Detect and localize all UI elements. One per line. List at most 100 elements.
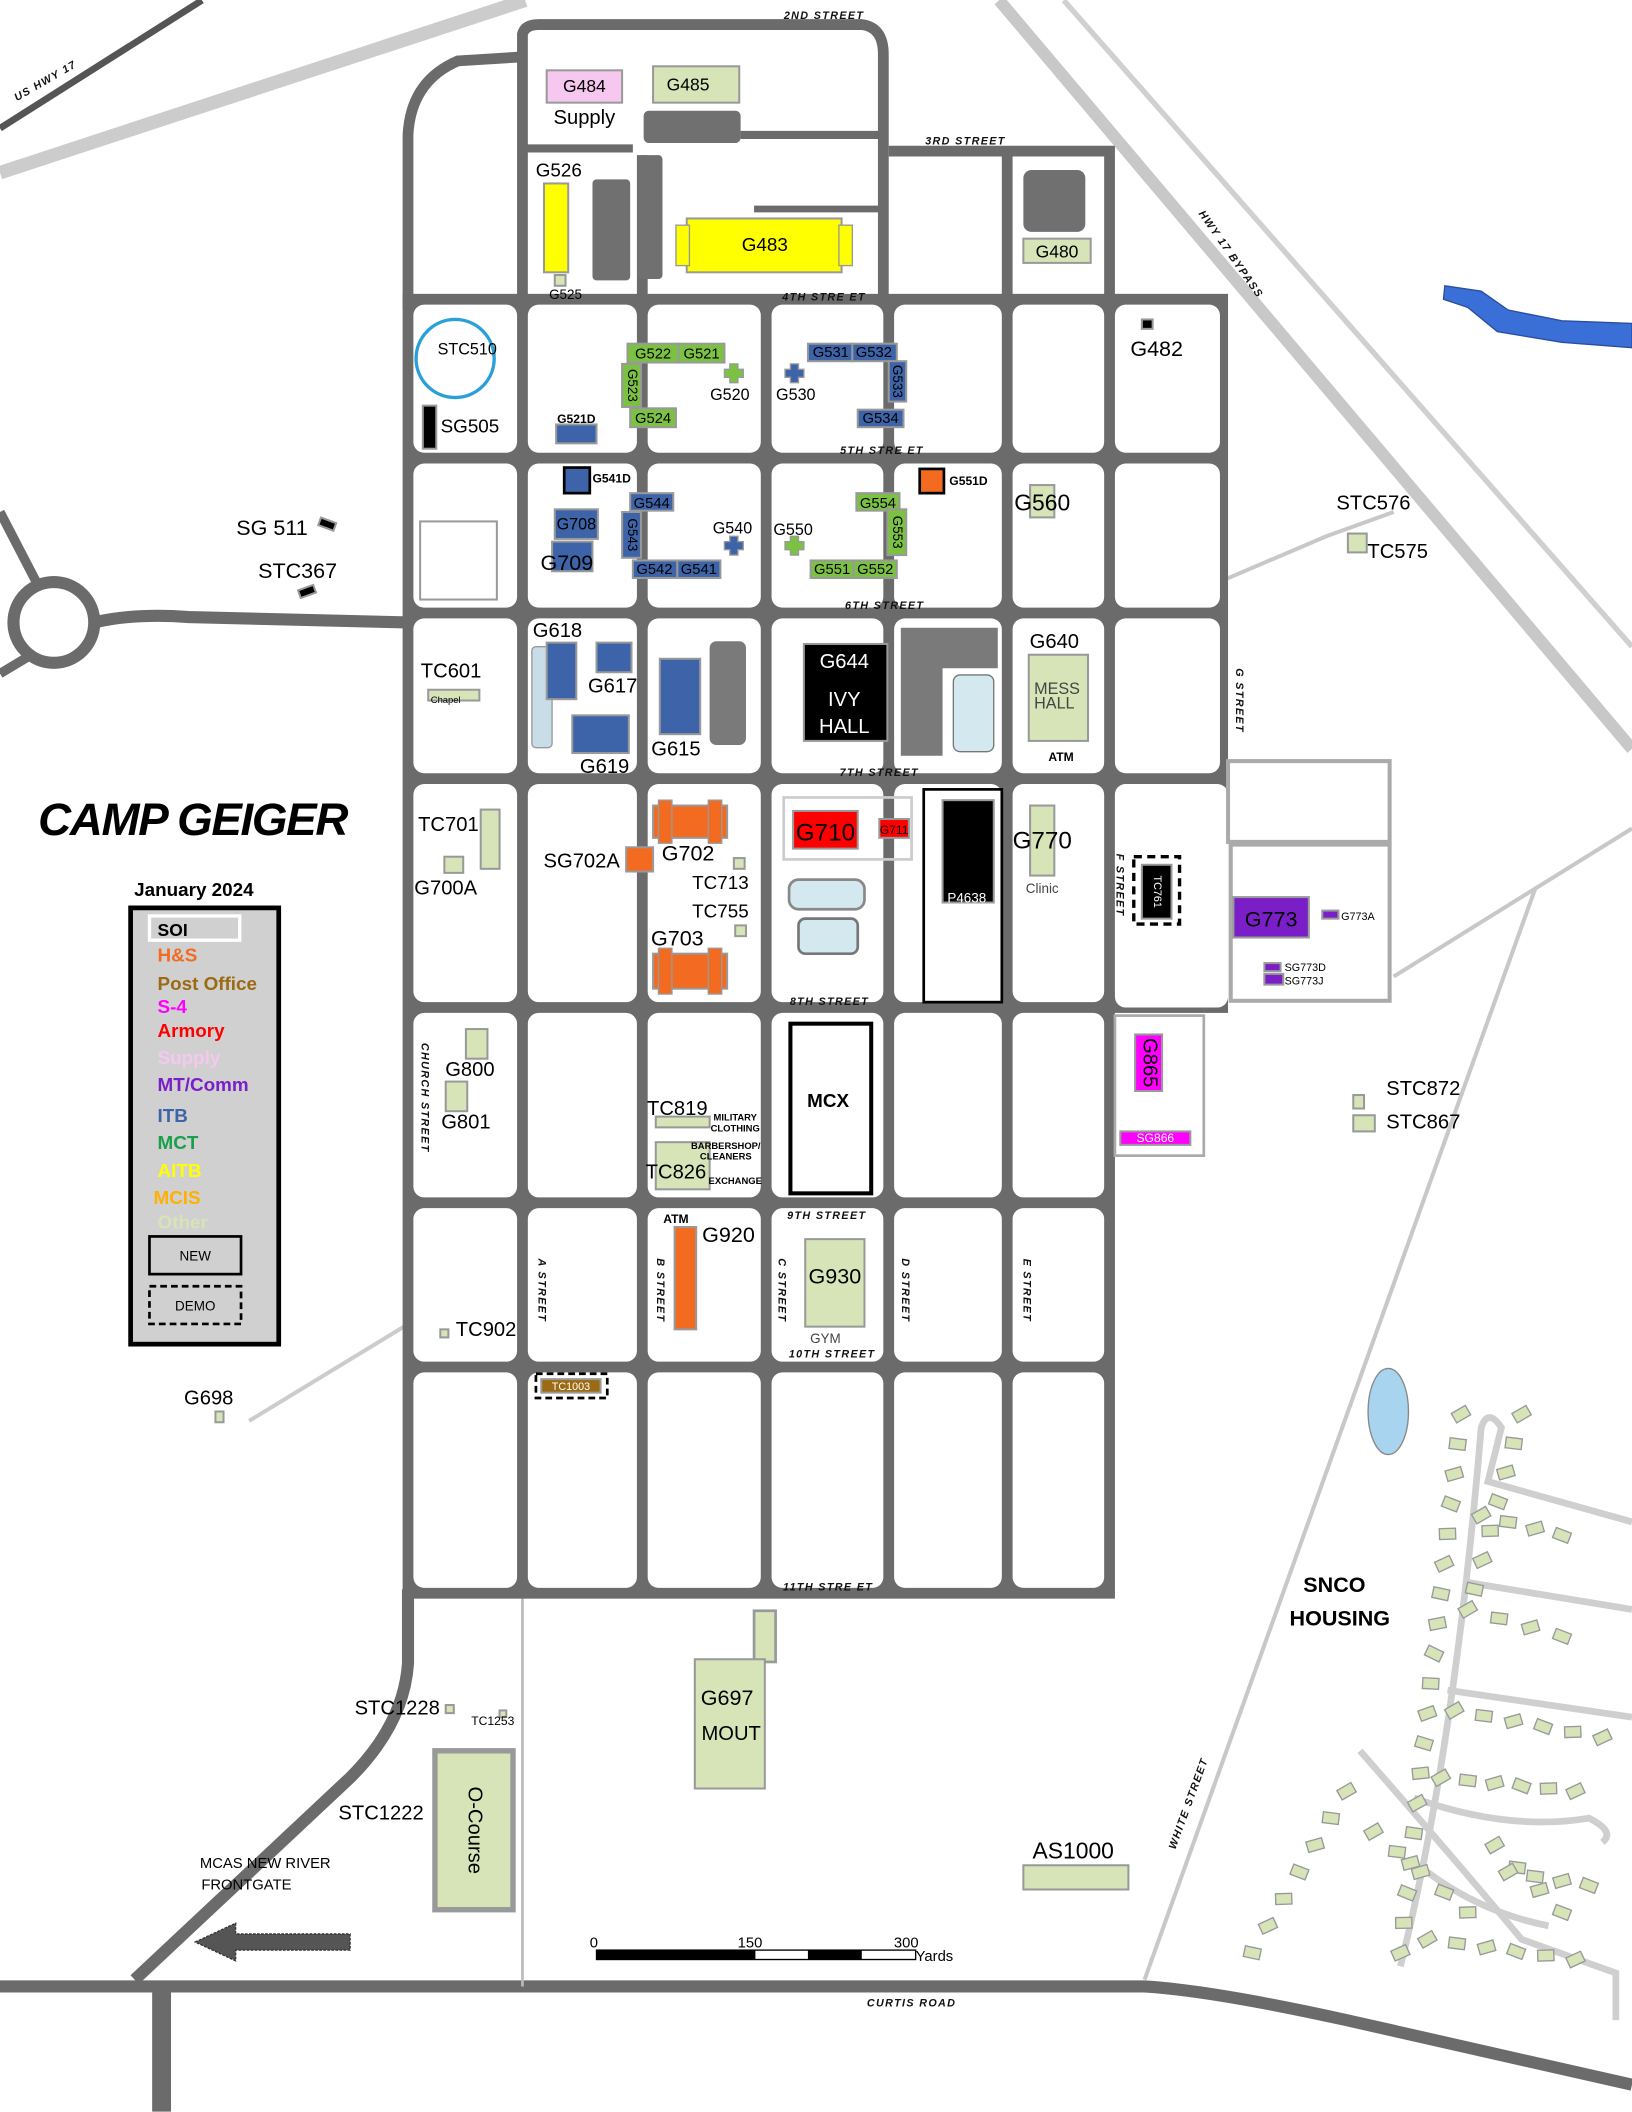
house bbox=[1524, 1520, 1546, 1537]
building-g520[interactable]: G520 bbox=[710, 363, 750, 404]
building-g482[interactable]: G482 bbox=[1130, 318, 1183, 361]
building-g619[interactable]: G619 bbox=[571, 714, 630, 778]
building-g532[interactable]: G532 bbox=[851, 342, 898, 363]
building-tc826[interactable]: TC826 bbox=[646, 1141, 711, 1191]
building-g525[interactable]: G525 bbox=[549, 274, 582, 302]
building-sg505[interactable]: SG505 bbox=[421, 404, 499, 450]
building-g526[interactable]: G526 bbox=[536, 160, 582, 274]
house bbox=[1458, 1906, 1477, 1919]
building-g770[interactable]: G770 bbox=[1013, 804, 1072, 877]
frontgate-arrow-icon bbox=[193, 1922, 351, 1962]
building-tc902[interactable]: TC902 bbox=[439, 1319, 516, 1341]
building-footprint bbox=[296, 583, 318, 600]
building-g551d[interactable]: G551D bbox=[918, 467, 988, 495]
building-g773a[interactable]: G773A bbox=[1321, 909, 1375, 923]
building-g920[interactable]: G920 bbox=[673, 1223, 755, 1331]
building-g773[interactable]: G773 bbox=[1232, 896, 1310, 939]
building-tc755[interactable]: TC755 bbox=[692, 900, 749, 938]
building-o-course[interactable]: O-Course bbox=[432, 1748, 516, 1913]
building-g615[interactable]: G615 bbox=[651, 657, 702, 761]
building-g541[interactable]: G541 bbox=[676, 559, 722, 579]
building-g800[interactable]: G800 bbox=[445, 1028, 495, 1081]
building-stc367[interactable]: STC367 bbox=[258, 559, 337, 600]
building-g484[interactable]: G484 bbox=[545, 69, 624, 104]
building-mcx[interactable]: MCX bbox=[788, 1021, 874, 1196]
building-g708[interactable]: G708 bbox=[553, 508, 599, 540]
building-g710[interactable]: G710 bbox=[792, 809, 859, 850]
building-g531[interactable]: G531 bbox=[806, 342, 854, 363]
building-as1000[interactable]: AS1000 bbox=[1022, 1838, 1130, 1891]
building-g553[interactable]: G553 bbox=[886, 508, 908, 557]
building-g521d[interactable]: G521D bbox=[555, 412, 598, 445]
building-stc867[interactable]: STC867 bbox=[1352, 1112, 1460, 1134]
building-tc575[interactable]: TC575 bbox=[1346, 532, 1428, 563]
building-g801[interactable]: G801 bbox=[441, 1080, 491, 1134]
legend-new-swatch bbox=[148, 1235, 243, 1276]
building-stc1222[interactable]: STC1222 bbox=[338, 1802, 423, 1824]
building-g697[interactable]: G697 bbox=[693, 1609, 777, 1790]
city-block bbox=[894, 1012, 1002, 1198]
building-g483[interactable]: G483 bbox=[675, 217, 854, 274]
building-stc872[interactable]: STC872 bbox=[1352, 1078, 1460, 1110]
building-g550[interactable]: G550 bbox=[773, 521, 813, 556]
building-g702[interactable]: G702 bbox=[652, 799, 729, 866]
building-g709[interactable]: G709 bbox=[541, 540, 594, 575]
building-sg702a[interactable]: SG702A bbox=[544, 846, 655, 873]
building-footprint bbox=[545, 641, 578, 701]
building-g698[interactable]: G698 bbox=[184, 1388, 233, 1424]
building-g540[interactable]: G540 bbox=[713, 520, 753, 556]
building-tc1003[interactable]: TC1003 bbox=[540, 1378, 602, 1394]
building-g534[interactable]: G534 bbox=[856, 408, 905, 429]
building-g711[interactable]: G711 bbox=[878, 818, 910, 839]
building-tc1253[interactable]: TC1253 bbox=[471, 1709, 515, 1728]
building-label: TC575 bbox=[1367, 541, 1428, 563]
building-g542[interactable]: G542 bbox=[631, 559, 679, 579]
building-tc601[interactable]: TC601 bbox=[421, 661, 482, 702]
building-g618[interactable]: G618 bbox=[533, 620, 582, 701]
building-p4638[interactable]: P4638 bbox=[941, 799, 995, 905]
building-tc819[interactable]: TC819 bbox=[647, 1098, 711, 1129]
building-g522[interactable]: G522 bbox=[626, 342, 680, 364]
building-footprint bbox=[553, 274, 567, 287]
building-g703[interactable]: G703 bbox=[651, 927, 729, 995]
building-g523[interactable]: G523 bbox=[621, 362, 642, 408]
building-tc761[interactable]: TC761 bbox=[1140, 863, 1173, 920]
building-sg773d[interactable]: SG773D bbox=[1263, 962, 1326, 974]
building-g530[interactable]: G530 bbox=[776, 363, 816, 404]
building-g480[interactable]: G480 bbox=[1022, 237, 1092, 264]
building-stc510[interactable]: STC510 bbox=[414, 317, 497, 400]
building-g865[interactable]: G865 bbox=[1134, 1033, 1164, 1093]
building-g560[interactable]: G560 bbox=[1014, 484, 1070, 519]
building-g554[interactable]: G554 bbox=[855, 492, 901, 512]
parking-lot bbox=[900, 627, 998, 756]
building-sg773j[interactable]: SG773J bbox=[1263, 972, 1324, 988]
building-g644[interactable]: G644 bbox=[802, 642, 889, 742]
map-note: HALL bbox=[1034, 695, 1074, 713]
building-g485[interactable]: G485 bbox=[652, 65, 741, 104]
building-g521[interactable]: G521 bbox=[677, 342, 726, 364]
building-wing bbox=[752, 1609, 777, 1664]
building-g617[interactable]: G617 bbox=[588, 641, 637, 698]
building-label: G485 bbox=[667, 75, 710, 95]
building-tc713[interactable]: TC713 bbox=[692, 857, 749, 893]
building-sg-511[interactable]: SG 511 bbox=[236, 516, 338, 540]
building-g543[interactable]: G543 bbox=[621, 510, 642, 559]
street-label: CHURCH STREET bbox=[418, 1043, 430, 1153]
house bbox=[1430, 1768, 1452, 1788]
building-sg866[interactable]: SG866 bbox=[1119, 1130, 1192, 1146]
building-g541d[interactable]: G541D bbox=[562, 466, 631, 495]
building-g640[interactable]: G640 bbox=[1027, 631, 1090, 742]
building-g552[interactable]: G552 bbox=[852, 559, 898, 579]
building-stc1228[interactable]: STC1228 bbox=[355, 1697, 455, 1719]
building-g533[interactable]: G533 bbox=[887, 360, 908, 403]
building-g700a[interactable]: G700A bbox=[414, 855, 478, 900]
building-g930[interactable]: G930 bbox=[804, 1238, 866, 1328]
city-block bbox=[894, 1372, 1002, 1588]
building-g544[interactable]: G544 bbox=[629, 492, 675, 512]
building-label: STC367 bbox=[258, 559, 337, 583]
building-g551[interactable]: G551 bbox=[809, 559, 855, 579]
building-g524[interactable]: G524 bbox=[629, 407, 677, 429]
building-tc701[interactable]: TC701 bbox=[418, 808, 501, 870]
building-stc576[interactable]: STC576 bbox=[1336, 492, 1410, 514]
